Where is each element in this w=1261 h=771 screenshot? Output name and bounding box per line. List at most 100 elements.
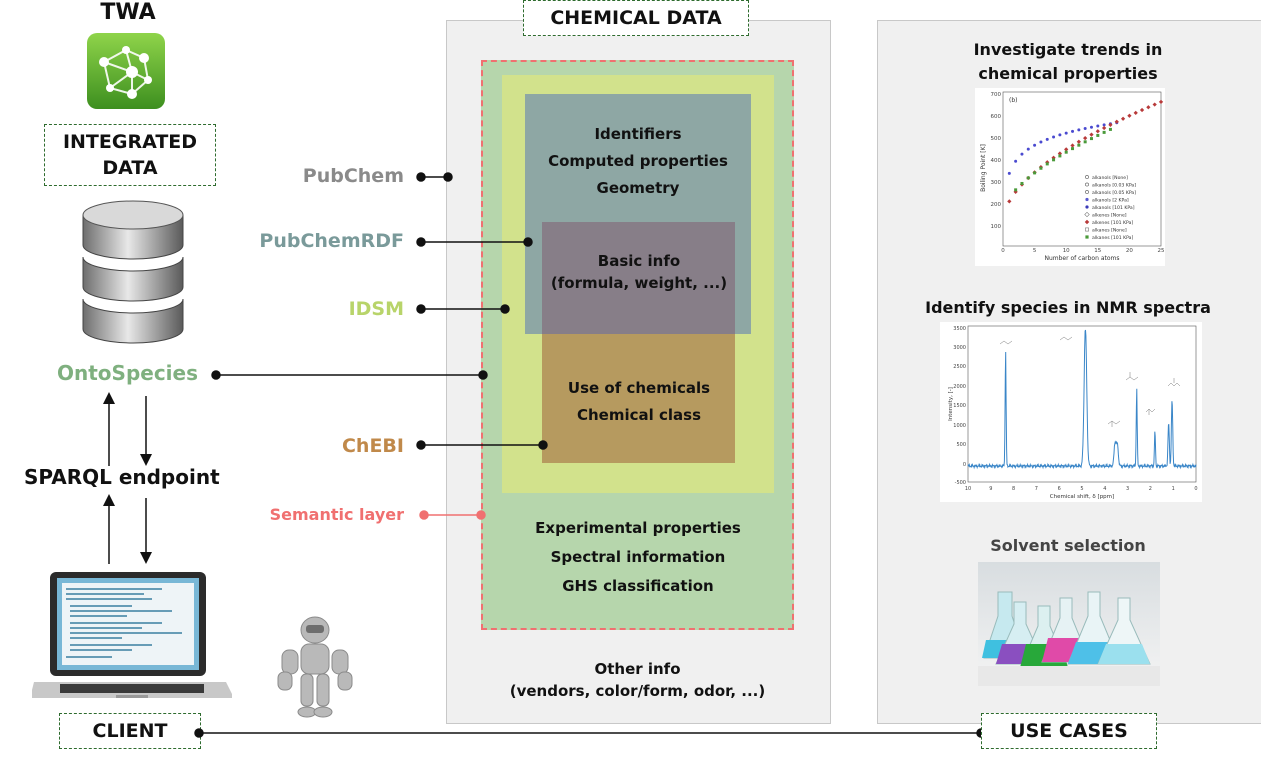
- twa-logo-icon: [86, 32, 166, 110]
- source-pubchemrdf: PubChemRDF: [259, 230, 404, 252]
- ytick: 300: [991, 180, 1002, 186]
- scatter-point: [1033, 171, 1037, 175]
- ytick: 3500: [953, 326, 966, 332]
- xtick: 5: [1080, 486, 1083, 492]
- source-pubchem: PubChem: [302, 165, 404, 187]
- ytick: 0: [963, 462, 966, 468]
- ytick: 1000: [953, 423, 966, 429]
- scatter-point: [1102, 130, 1106, 134]
- trend-xlabel: Number of carbon atoms: [1044, 255, 1119, 262]
- basic-info-text: Basic info (formula, weight, ...): [534, 250, 744, 294]
- xtick: 1: [1172, 486, 1175, 492]
- xtick: 2: [1149, 486, 1152, 492]
- scatter-point: [1045, 137, 1049, 141]
- xtick: 0: [1194, 486, 1197, 492]
- xtick: 0: [1001, 248, 1005, 254]
- scatter-point: [1077, 128, 1081, 132]
- experimental-properties-text: Experimental properties: [535, 519, 741, 537]
- nmr-xticks: 10 9 8 7 6 5 4 3 2 1 0: [965, 486, 1198, 492]
- trends-title-line1: Investigate trends in: [973, 40, 1163, 59]
- use-cases-label: USE CASES: [981, 713, 1157, 749]
- nmr-title: Identify species in NMR spectra: [925, 298, 1211, 317]
- pubchem-box-text: Identifiers Computed properties Geometry: [525, 121, 751, 202]
- nmr-yticks: 3500 3000 2500 2000 1500 1000 500 0 -500: [953, 326, 966, 486]
- ontospecies-label: OntoSpecies: [57, 361, 199, 385]
- scatter-point: [1096, 133, 1100, 137]
- nmr-spectrum-chart: 3500 3000 2500 2000 1500 1000 500 0 -500…: [940, 322, 1202, 502]
- xtick: 3: [1126, 486, 1129, 492]
- scatter-point: [1014, 188, 1018, 192]
- scatter-point: [1071, 129, 1075, 133]
- ytick: 200: [991, 202, 1002, 208]
- ytick: 500: [956, 442, 966, 448]
- client-label: CLIENT: [59, 713, 201, 749]
- legend-entry: alkanols [None]: [1092, 175, 1128, 181]
- scatter-point: [1108, 127, 1112, 131]
- twa-title: TWA: [100, 0, 156, 25]
- xtick: 9: [989, 486, 992, 492]
- trends-title-line2: chemical properties: [978, 64, 1158, 83]
- xtick: 5: [1033, 248, 1037, 254]
- legend-entry: alkanols [0.03 KPa]: [1092, 183, 1136, 189]
- xtick: 10: [965, 486, 971, 492]
- chemical-data-title: CHEMICAL DATA: [523, 0, 749, 36]
- scatter-point: [1083, 126, 1087, 130]
- scatter-point: [1083, 140, 1087, 144]
- geometry-text: Geometry: [596, 179, 680, 197]
- source-semantic-layer: Semantic layer: [269, 505, 404, 524]
- basic-info-line2: (formula, weight, ...): [550, 274, 728, 292]
- ytick: 600: [991, 114, 1002, 120]
- ytick: 2500: [953, 364, 966, 370]
- scatter-point: [1014, 159, 1018, 163]
- basic-info-line1: Basic info: [597, 252, 681, 270]
- scatter-point: [1108, 122, 1113, 127]
- scatter-point: [1045, 162, 1049, 166]
- legend-entry: alkanols [2 KPa]: [1092, 198, 1129, 204]
- legend-entry: alkanols [101 KPa]: [1092, 205, 1135, 211]
- experimental-text: Experimental properties Spectral informa…: [494, 514, 782, 601]
- spectral-information-text: Spectral information: [550, 548, 726, 566]
- chart-panel-label: (b): [1009, 97, 1018, 104]
- chebi-box-text: Use of chemicals Chemical class: [534, 375, 744, 429]
- laptop-icon: [32, 570, 232, 710]
- integrated-label-line1: INTEGRATED: [62, 131, 198, 153]
- scatter-point: [1058, 133, 1062, 137]
- chemical-class-text: Chemical class: [576, 406, 702, 424]
- xtick: 8: [1012, 486, 1015, 492]
- integrated-label-line2: DATA: [102, 157, 158, 179]
- legend-entry: alkenes [101 KPa]: [1092, 220, 1133, 226]
- scatter-point: [1033, 143, 1037, 147]
- pubchemrdf-box: [542, 222, 735, 334]
- boiling-point-chart: (b) 700 600 500 400 300 200 100 0 5 10 1…: [975, 88, 1165, 266]
- other-info-line2: (vendors, color/form, odor, ...): [509, 682, 766, 700]
- ytick: -500: [955, 480, 966, 486]
- scatter-point: [1007, 171, 1011, 175]
- arrows-upper: [100, 390, 160, 470]
- scatter-point: [1058, 154, 1062, 158]
- identifiers-text: Identifiers: [594, 125, 682, 143]
- trend-ylabel: Boiling Point [K]: [980, 144, 987, 192]
- xtick: 20: [1126, 248, 1133, 254]
- other-info-line1: Other info: [594, 660, 681, 678]
- scatter-point: [1102, 123, 1106, 127]
- scatter-point: [1052, 135, 1056, 139]
- nmr-ylabel: Intensity, [-]: [948, 387, 954, 421]
- xtick: 25: [1158, 248, 1165, 254]
- ytick: 700: [991, 92, 1002, 98]
- scatter-point: [1064, 131, 1068, 135]
- sparql-endpoint-label: SPARQL endpoint: [24, 465, 220, 489]
- nmr-spectrum-line: [967, 329, 1197, 470]
- scatter-point: [1039, 140, 1043, 144]
- xtick: 10: [1063, 248, 1070, 254]
- legend-entry: alkenes [None]: [1092, 213, 1127, 219]
- xtick: 15: [1094, 248, 1101, 254]
- chebi-box: [542, 334, 735, 463]
- computed-properties-text: Computed properties: [548, 152, 728, 170]
- ytick: 2000: [953, 384, 966, 390]
- trend-yticks: 700 600 500 400 300 200 100: [991, 92, 1002, 230]
- ytick: 400: [991, 158, 1002, 164]
- xtick: 4: [1103, 486, 1106, 492]
- ytick: 3000: [953, 345, 966, 351]
- use-of-chemicals-text: Use of chemicals: [567, 379, 711, 397]
- ytick: 1500: [953, 403, 966, 409]
